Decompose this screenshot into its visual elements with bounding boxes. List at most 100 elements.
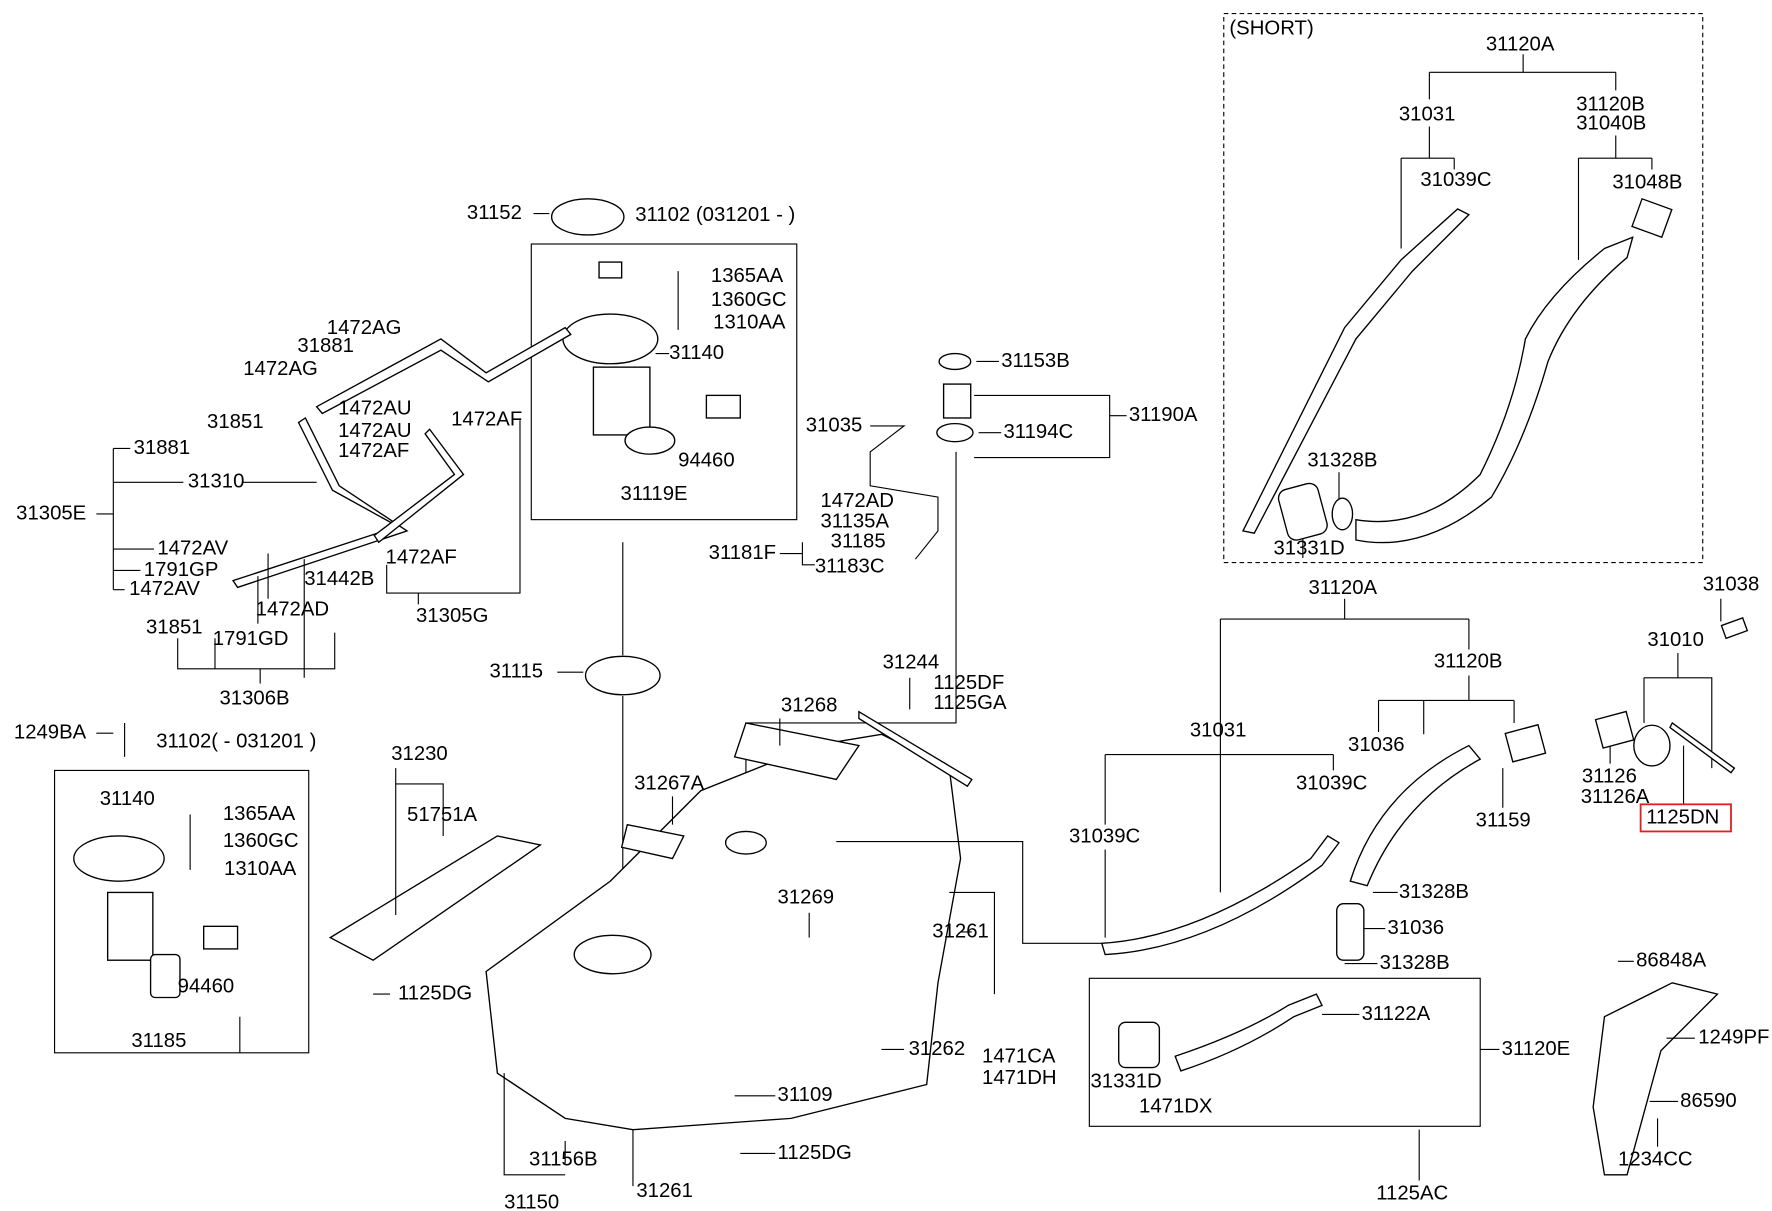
part-label[interactable]: 31881 [297, 335, 354, 357]
part-label[interactable]: 31031 [1399, 104, 1456, 126]
part-label[interactable]: 31120A [1486, 34, 1555, 56]
part-label[interactable]: 1472AU [338, 420, 411, 442]
part-label[interactable]: 1125DG [778, 1142, 852, 1164]
part-label[interactable]: 31039C [1069, 825, 1140, 847]
part-label[interactable]: 31039C [1296, 772, 1367, 794]
part-label[interactable]: 31305E [16, 502, 86, 524]
leader-lines [836, 598, 1722, 1181]
part-label[interactable]: 31120E [1502, 1038, 1571, 1060]
part-label[interactable]: 31185 [831, 531, 886, 553]
part-label[interactable]: 31328B [1399, 881, 1469, 903]
part-label[interactable]: 31267A [634, 772, 705, 794]
group-title-pump-upper: 31102 (031201 - ) [635, 204, 795, 226]
part-label[interactable]: 31328B [1380, 952, 1450, 974]
part-label[interactable]: 31036 [1348, 734, 1405, 756]
part-label-highlighted[interactable]: 1125DN [1646, 806, 1719, 828]
part-label[interactable]: 31305G [416, 605, 488, 627]
part-label[interactable]: 31010 [1647, 629, 1704, 651]
part-label[interactable]: 31881 [134, 437, 191, 459]
part-label[interactable]: 1472AV [129, 578, 200, 600]
part-label[interactable]: 31269 [778, 886, 835, 908]
part-label[interactable]: 31150 [504, 1191, 559, 1211]
part-label[interactable]: 31261 [932, 920, 989, 942]
part-label[interactable]: 31156B [529, 1149, 598, 1171]
part-label[interactable]: 31306B [219, 688, 289, 710]
part-label[interactable]: 31181F [709, 542, 776, 564]
part-label[interactable]: 1365AA [711, 265, 784, 287]
part-label[interactable]: 1472AD [820, 490, 893, 512]
part-label[interactable]: 31261 [636, 1180, 693, 1202]
part-label[interactable]: 1472AF [338, 440, 409, 462]
part-label[interactable]: 31126A [1581, 786, 1650, 808]
part-label[interactable]: 31120B [1434, 650, 1503, 672]
part-label[interactable]: 31230 [391, 743, 448, 765]
part-label[interactable]: 31115 [489, 661, 543, 683]
part-label[interactable]: 31190A [1129, 404, 1198, 426]
part-label[interactable]: 31031 [1190, 719, 1247, 741]
part-label[interactable]: 31120A [1308, 577, 1377, 599]
part-label[interactable]: 31183C [815, 555, 885, 577]
part-label[interactable]: 31442B [304, 568, 374, 590]
part-label[interactable]: 1472AF [386, 546, 457, 568]
part-label[interactable]: 1310AA [224, 858, 297, 880]
part-label[interactable]: 1471DX [1139, 1095, 1213, 1117]
part-label[interactable]: 94460 [178, 976, 235, 998]
part-label[interactable]: 31035 [806, 414, 863, 436]
part-label[interactable]: 31126 [1582, 766, 1637, 788]
part-label[interactable]: 1472AF [451, 409, 522, 431]
part-label[interactable]: 31040B [1576, 113, 1646, 135]
part-label[interactable]: 31851 [207, 411, 264, 433]
part-label[interactable]: 31185 [131, 1030, 186, 1052]
part-label[interactable]: 1471DH [982, 1067, 1057, 1089]
part-label[interactable]: 1125DF [933, 672, 1004, 694]
part-label[interactable]: 1360GC [711, 289, 787, 311]
part-label[interactable]: 1234CC [1618, 1149, 1693, 1171]
part-label[interactable]: 1125DG [398, 982, 472, 1004]
part-label[interactable]: 31153B [1001, 350, 1070, 372]
part-label[interactable]: 31135A [820, 510, 889, 532]
part-label[interactable]: 51751A [407, 804, 478, 826]
part-label[interactable]: 31331D [1273, 537, 1344, 559]
part-label[interactable]: 1360GC [223, 830, 299, 852]
part-label[interactable]: 31328B [1307, 449, 1377, 471]
part-label[interactable]: 1791GP [144, 559, 219, 581]
part-label[interactable]: 31159 [1476, 810, 1531, 832]
group-title-pump-lower: 31102( - 031201 ) [156, 731, 316, 753]
part-label[interactable]: 1472AD [256, 598, 329, 620]
part-label[interactable]: 1125AC [1376, 1182, 1448, 1204]
part-label[interactable]: 31262 [909, 1038, 966, 1060]
part-label[interactable]: 31036 [1388, 917, 1445, 939]
part-label[interactable]: 31039C [1420, 169, 1491, 191]
part-label[interactable]: 1249BA [14, 722, 87, 744]
part-label[interactable]: 31194C [1003, 421, 1073, 443]
part-label[interactable]: 31244 [883, 651, 940, 673]
part-label[interactable]: 31310 [188, 471, 245, 493]
part-label[interactable]: 31268 [781, 694, 838, 716]
part-label[interactable]: 94460 [678, 449, 735, 471]
leader-lines [96, 420, 521, 684]
part-label[interactable]: 31038 [1703, 574, 1760, 596]
part-label[interactable]: 1472AV [157, 537, 228, 559]
part-label[interactable]: 86590 [1680, 1090, 1737, 1112]
part-label[interactable]: 1472AU [338, 397, 411, 419]
part-label[interactable]: 1472AG [243, 358, 318, 380]
seal [936, 422, 974, 443]
part-label[interactable]: 1125GA [933, 692, 1007, 714]
part-label[interactable]: 86848A [1636, 950, 1707, 972]
part-label[interactable]: 31152 [467, 202, 522, 224]
part-label[interactable]: 1310AA [713, 311, 786, 333]
part-label[interactable]: 31140 [100, 788, 155, 810]
part-label[interactable]: 1365AA [223, 803, 296, 825]
part-label[interactable]: 1472AG [327, 317, 402, 339]
part-label[interactable]: 31331D [1090, 1071, 1161, 1093]
part-label[interactable]: 1249PF [1698, 1027, 1769, 1049]
part-label[interactable]: 31122A [1362, 1003, 1431, 1025]
part-label[interactable]: 31048B [1612, 171, 1682, 193]
part-label[interactable]: 31119E [621, 483, 688, 505]
part-label[interactable]: 1471CA [982, 1046, 1056, 1068]
part-label[interactable]: 1791GD [213, 628, 289, 650]
part-label[interactable]: 31109 [778, 1084, 833, 1106]
part-label[interactable]: 31120B [1576, 93, 1645, 115]
part-label[interactable]: 31140 [669, 342, 724, 364]
part-label[interactable]: 31851 [146, 616, 203, 638]
